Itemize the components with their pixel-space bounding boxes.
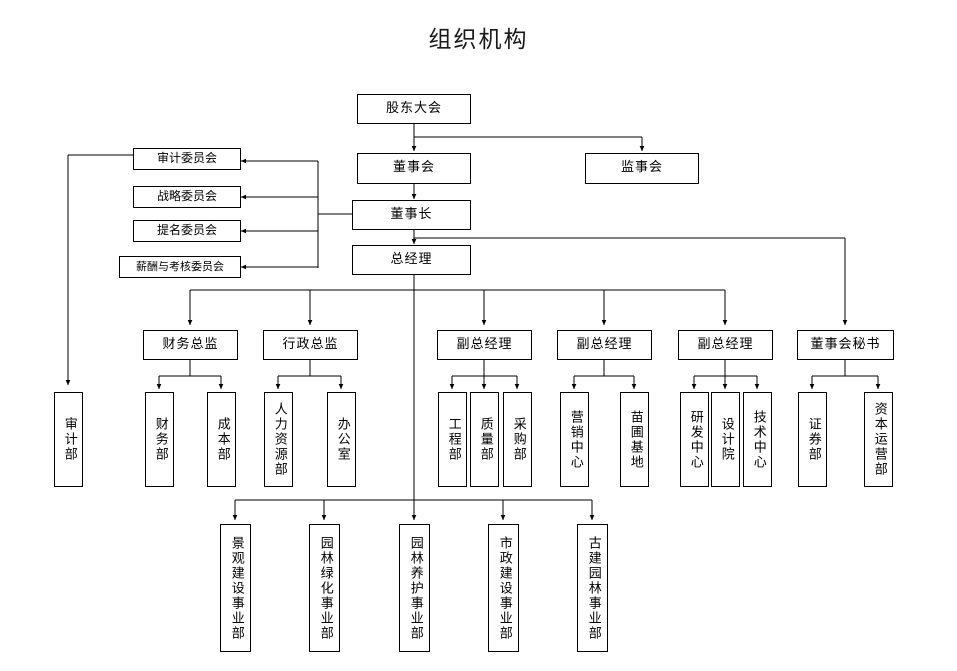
node-admin-director[interactable]: 行政总监	[263, 330, 358, 360]
node-landscape-construction-division[interactable]: 景观建设事业部	[220, 524, 251, 652]
node-finance-department[interactable]: 财务部	[145, 392, 174, 487]
node-cfo[interactable]: 财务总监	[143, 330, 238, 360]
node-cost-department[interactable]: 成本部	[207, 392, 236, 487]
node-ancient-garden-division[interactable]: 古建园林事业部	[577, 524, 608, 652]
node-engineering-department[interactable]: 工程部	[438, 392, 467, 487]
node-technology-center[interactable]: 技术中心	[743, 392, 772, 487]
node-board-of-supervisors[interactable]: 监事会	[585, 153, 699, 184]
page-title: 组织机构	[428, 27, 529, 53]
node-strategy-committee[interactable]: 战略委员会	[133, 186, 241, 208]
node-garden-greening-division[interactable]: 园林绿化事业部	[309, 524, 340, 652]
node-garden-maintenance-division[interactable]: 园林养护事业部	[399, 524, 430, 652]
node-hr-department[interactable]: 人力资源部	[264, 392, 293, 487]
node-nursery-base[interactable]: 苗圃基地	[620, 392, 649, 487]
node-audit-department[interactable]: 审计部	[54, 392, 83, 487]
node-rd-center[interactable]: 研发中心	[680, 392, 709, 487]
node-general-manager[interactable]: 总经理	[352, 245, 471, 275]
node-securities-department[interactable]: 证券部	[798, 392, 827, 487]
node-deputy-gm-3[interactable]: 副总经理	[678, 330, 773, 360]
node-design-institute[interactable]: 设计院	[711, 392, 740, 487]
node-capital-operation-department[interactable]: 资本运营部	[864, 392, 893, 487]
node-deputy-gm-2[interactable]: 副总经理	[557, 330, 652, 360]
node-board-secretary[interactable]: 董事会秘书	[797, 330, 894, 360]
node-municipal-construction-division[interactable]: 市政建设事业部	[488, 524, 519, 652]
node-audit-committee[interactable]: 审计委员会	[133, 148, 241, 170]
node-chairman[interactable]: 董事长	[352, 200, 471, 230]
node-shareholders-meeting[interactable]: 股东大会	[357, 94, 471, 124]
node-compensation-committee[interactable]: 薪酬与考核委员会	[119, 256, 241, 278]
node-board-of-directors[interactable]: 董事会	[357, 153, 471, 184]
node-deputy-gm-1[interactable]: 副总经理	[437, 330, 532, 360]
node-office[interactable]: 办公室	[327, 392, 356, 487]
node-quality-department[interactable]: 质量部	[470, 392, 499, 487]
node-nomination-committee[interactable]: 提名委员会	[133, 220, 241, 242]
node-procurement-department[interactable]: 采购部	[503, 392, 532, 487]
node-marketing-center[interactable]: 营销中心	[560, 392, 589, 487]
